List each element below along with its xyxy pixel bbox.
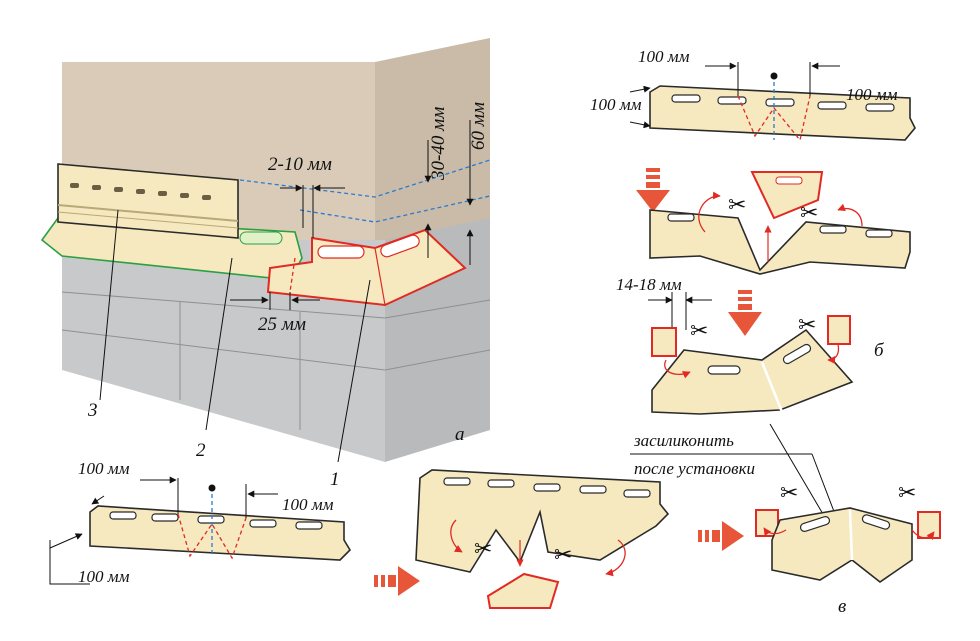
b-dim-14-18: 14-18 мм (616, 275, 682, 294)
siding-panel-slots (70, 183, 211, 200)
sequence-b: 100 мм 100 мм 100 мм ✂ ✂ 14-18 мм (590, 47, 916, 415)
v-dim-100-left: 100 мм (78, 459, 130, 478)
b-scissors-left2-icon: ✂ (690, 319, 708, 344)
dim-2-10: 2-10 мм (268, 154, 332, 175)
seal-note-line2: после установки (634, 459, 755, 478)
label-b: б (874, 340, 885, 361)
v-cut-piece (486, 572, 560, 609)
label-3: 3 (87, 400, 98, 421)
guide-line-lower (299, 195, 491, 223)
b-scissors-right2-icon: ✂ (798, 313, 816, 338)
v-scissors-left2-icon: ✂ (780, 481, 798, 506)
b-dim-100-right: 100 мм (846, 85, 898, 104)
dim-60: 60 мм (468, 102, 489, 150)
overlap-line (289, 257, 296, 293)
v-cut-lines (177, 513, 247, 560)
b-flow-arrow-1 (636, 168, 670, 212)
b-tab-right (827, 315, 851, 345)
b-scissors-left-icon: ✂ (728, 193, 746, 218)
v-dim-100-side: 100 мм (78, 567, 130, 586)
sequence-v: 100 мм 100 мм 100 мм ✂ ✂ (49, 459, 941, 617)
v-scissors-right2-icon: ✂ (898, 481, 916, 506)
b-strip-1 (649, 85, 916, 141)
label-1: 1 (330, 469, 340, 490)
b-scissors-right-icon: ✂ (800, 201, 818, 226)
dim-30-40: 30-40 мм (428, 107, 449, 181)
v-bent-corner (771, 507, 913, 583)
b-flow-arrow-2 (728, 290, 762, 336)
v-scissors-right-icon: ✂ (554, 543, 572, 568)
building-corner-view: 2-10 мм 30-40 мм 60 мм 25 мм 3 2 1 а (40, 38, 491, 490)
b-tab-left (651, 327, 677, 357)
b-cut-piece (750, 171, 824, 220)
label-2: 2 (196, 440, 206, 461)
corner-slot-2 (380, 234, 420, 258)
v-dim-100-right: 100 мм (282, 495, 334, 514)
wall-side (375, 38, 490, 262)
siding-panel-3 (57, 163, 239, 239)
v-flow-arrow-1 (374, 566, 420, 596)
seal-note: засиликонить после установки (630, 423, 851, 561)
corner-slot-1 (317, 245, 365, 259)
v-strip-1-slots (109, 511, 323, 530)
v-strip-2 (415, 469, 670, 573)
b-dim-100-side: 100 мм (590, 95, 642, 114)
v-flow-arrow-2 (698, 521, 744, 551)
v-scissors-left-icon: ✂ (474, 537, 492, 562)
label-a: а (455, 424, 465, 445)
foundation-seams (61, 291, 491, 430)
strip-slot (239, 231, 283, 245)
guide-line-upper (239, 159, 491, 198)
v-tab-right (917, 511, 941, 539)
dim-25: 25 мм (258, 314, 306, 335)
b-bent-corner (651, 328, 854, 415)
label-v: в (838, 596, 846, 617)
b-cut-lines (737, 95, 811, 142)
b-dim-100-left: 100 мм (638, 47, 690, 66)
seal-note-line1: засиликонить (633, 431, 734, 450)
